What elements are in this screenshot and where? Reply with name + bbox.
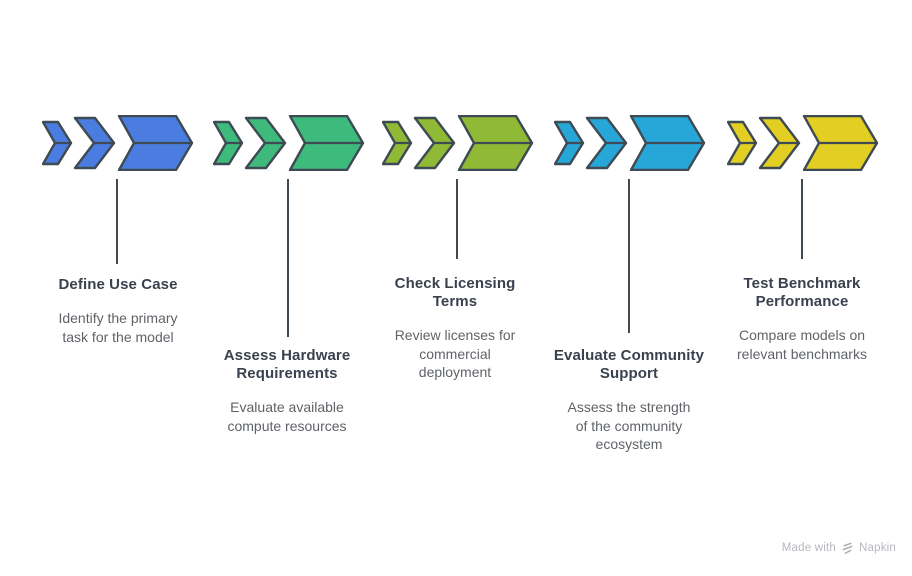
connector-line-4 bbox=[628, 179, 630, 333]
connector-line-1 bbox=[116, 179, 118, 264]
chevron-group-1 bbox=[42, 115, 194, 171]
step-text-3: Check Licensing Terms Review licenses fo… bbox=[375, 275, 535, 382]
watermark-brand-label: Napkin bbox=[859, 542, 896, 554]
step-title: Test Benchmark Performance bbox=[743, 275, 861, 310]
step-title: Assess Hardware Requirements bbox=[223, 347, 351, 382]
chevron-group-4 bbox=[554, 115, 706, 171]
watermark-made-with-label: Made with bbox=[781, 542, 836, 554]
step-title: Evaluate Community Support bbox=[553, 347, 705, 382]
step-description: Compare models on relevant benchmarks bbox=[737, 327, 867, 362]
napkin-logo-icon bbox=[842, 542, 853, 554]
step-description: Assess the strength of the community eco… bbox=[567, 399, 691, 452]
step-title: Check Licensing Terms bbox=[394, 275, 516, 310]
chevron-group-5 bbox=[727, 115, 879, 171]
watermark: Made with Napkin bbox=[782, 540, 896, 556]
step-text-2: Assess Hardware Requirements Evaluate av… bbox=[202, 347, 372, 435]
chevron-group-2 bbox=[213, 115, 365, 171]
connector-line-2 bbox=[287, 179, 289, 337]
step-description: Evaluate available compute resources bbox=[227, 399, 347, 434]
connector-line-3 bbox=[456, 179, 458, 259]
step-text-4: Evaluate Community Support Assess the st… bbox=[544, 347, 714, 454]
step-description: Identify the primary task for the model bbox=[58, 310, 178, 345]
step-description: Review licenses for commercial deploymen… bbox=[394, 327, 516, 380]
chevron-group-3 bbox=[382, 115, 534, 171]
step-text-1: Define Use Case Identify the primary tas… bbox=[38, 276, 198, 346]
step-text-5: Test Benchmark Performance Compare model… bbox=[712, 275, 892, 363]
connector-line-5 bbox=[801, 179, 803, 259]
step-title: Define Use Case bbox=[58, 276, 178, 293]
